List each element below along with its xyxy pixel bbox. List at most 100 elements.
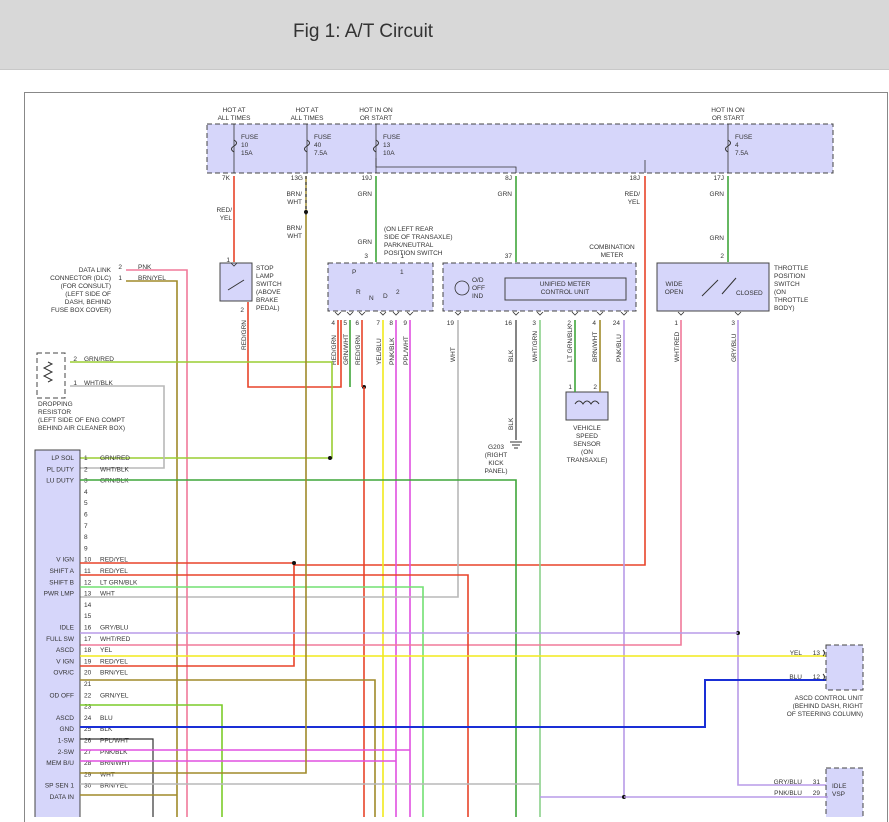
tcm-pin-function: 1-SW xyxy=(58,738,75,745)
fuse-terminal: 18J xyxy=(630,175,640,182)
wire-label: RED/YEL xyxy=(100,658,128,665)
connector-icon xyxy=(822,673,825,681)
pin-number: 25 xyxy=(84,726,92,733)
wire-label: BRN/YEL xyxy=(100,670,128,677)
wire-label: YEL xyxy=(628,199,641,206)
wire-label: PNK/BLU xyxy=(774,790,802,797)
switch-position: 2 xyxy=(396,289,400,296)
wire-blk xyxy=(80,738,154,817)
switch-position: R xyxy=(356,289,361,296)
ascd-control-unit xyxy=(825,644,864,691)
wire-label: PNK xyxy=(138,264,152,271)
component-label: OPEN xyxy=(665,289,684,296)
component-label: (BEHIND DASH, RIGHT xyxy=(793,703,863,710)
component-label: OFF xyxy=(472,285,485,292)
tcm-pin-function: IDLE xyxy=(60,625,75,632)
wire-red-yel xyxy=(80,562,295,667)
pin-number: 29 xyxy=(84,771,92,778)
idle-unit xyxy=(825,767,864,817)
component-label: VSP xyxy=(832,791,845,798)
tcm-pin-function: OD OFF xyxy=(49,692,74,699)
wire-label: BRN/YEL xyxy=(100,783,128,790)
component-label: DASH, BEHIND xyxy=(65,299,112,306)
tcm-pin-function: SHIFT B xyxy=(49,579,74,586)
component-label: THROTTLE xyxy=(774,265,809,272)
component-label: (ON LEFT REAR xyxy=(384,226,434,233)
pin-number: 3 xyxy=(84,478,88,485)
wire-label: LT GRN/BLK xyxy=(100,579,138,586)
pin-connector xyxy=(358,311,366,316)
wire-label: PPL/WHT xyxy=(403,336,410,365)
pin-number: 3 xyxy=(532,320,536,327)
pin-connector xyxy=(392,311,400,316)
pin-number: 14 xyxy=(84,602,92,609)
wire-label: YEL xyxy=(790,650,803,657)
wire-label: BLK xyxy=(508,417,515,430)
pin-number: 3 xyxy=(364,253,368,260)
wire-label: RED/YEL xyxy=(100,568,128,575)
wire-lt-grn-blk xyxy=(80,586,424,817)
component-label: THROTTLE xyxy=(774,297,809,304)
sensor-coil-icon xyxy=(574,400,600,405)
wire-label: GRY/BLU xyxy=(774,779,803,786)
component-label: PEDAL) xyxy=(256,305,279,312)
supply-label: ALL TIMES xyxy=(218,115,252,122)
component-label: IND xyxy=(472,293,484,300)
wire-wht-red xyxy=(80,320,682,646)
pin-connector xyxy=(677,311,685,316)
pin-number: 2 xyxy=(118,264,122,271)
pin-connector xyxy=(230,262,238,267)
component-label: BRAKE xyxy=(256,297,279,304)
pin-number: 1 xyxy=(674,320,678,327)
wire-label: YEL/BLU xyxy=(376,338,383,365)
tcm-pin-function: OVR/C xyxy=(53,670,74,677)
diagram-frame xyxy=(24,92,888,822)
fuse-terminal: 7K xyxy=(222,175,231,182)
pin-number: 23 xyxy=(84,704,92,711)
pin-number: 2 xyxy=(720,253,724,260)
component-label: WIDE xyxy=(666,281,684,288)
component-label: SPEED xyxy=(576,433,598,440)
component-label: METER xyxy=(601,252,624,259)
throttle-position-switch xyxy=(656,262,770,312)
pin-number: 18 xyxy=(84,647,92,654)
wire-label: GRN/YEL xyxy=(100,692,129,699)
connector-icon xyxy=(822,649,825,657)
pin-number: 5 xyxy=(84,500,88,507)
component-label: UNIFIED METER xyxy=(540,281,591,288)
component-label: TRANSAXLE) xyxy=(567,457,608,464)
wire-label: GRN/RED xyxy=(100,455,130,462)
wire-label: GRN xyxy=(498,191,513,198)
resistor-icon xyxy=(42,361,54,383)
component-label: PANEL) xyxy=(485,468,508,475)
fuse-label: FUSE xyxy=(241,134,259,141)
splice-dot xyxy=(304,210,308,214)
supply-label: HOT IN ON xyxy=(359,107,393,114)
tcm-pin-function: LP SOL xyxy=(51,455,74,462)
wire-label: YEL xyxy=(220,215,233,222)
wire-grn-blk xyxy=(80,479,517,817)
component-label: STOP xyxy=(256,265,274,272)
pin-number: 1 xyxy=(568,384,572,391)
splice-dot xyxy=(328,456,332,460)
switch-position: N xyxy=(369,295,374,302)
component-label: SENSOR xyxy=(573,441,601,448)
pin-number: 7 xyxy=(376,320,380,327)
pin-number: 7 xyxy=(84,523,88,530)
pin-number: 26 xyxy=(84,738,92,745)
component-label: O/D xyxy=(472,277,484,284)
pin-number: 27 xyxy=(84,749,92,756)
wire-label: GRN xyxy=(710,235,725,242)
pin-number: 8 xyxy=(84,534,88,541)
tcm-pin-function: PWR LMP xyxy=(44,591,74,598)
component-label: RESISTOR xyxy=(38,409,71,416)
tcm-pin-function: FULL SW xyxy=(46,636,75,643)
wire-label: RED/GRN xyxy=(331,335,338,365)
component-label: (ON xyxy=(581,449,593,456)
pin-connector xyxy=(512,311,520,316)
component-label: G203 xyxy=(488,444,504,451)
pin-number: 1 xyxy=(73,380,77,387)
fuse-block xyxy=(206,123,834,174)
component-label: FUSE BOX COVER) xyxy=(51,307,111,314)
